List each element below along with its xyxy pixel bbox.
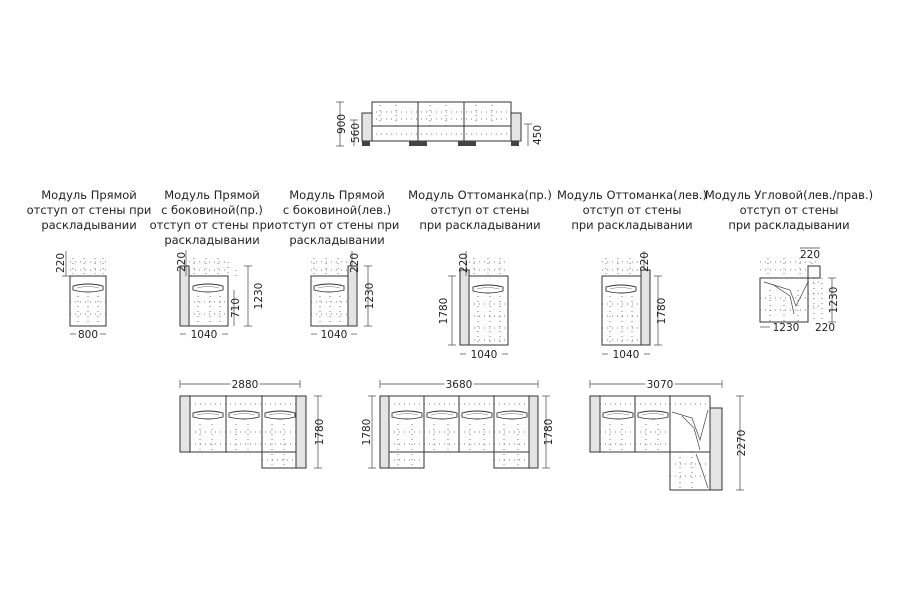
straight-dim-800: 800 <box>78 329 98 341</box>
ottoman-right-dim-1040: 1040 <box>471 349 498 361</box>
front-dim-900: 900 <box>336 114 348 134</box>
side-left-dim-1230: 1230 <box>364 283 376 310</box>
front-view: 900 560 450 <box>336 101 544 147</box>
assembly-2880-width: 2880 <box>232 379 259 391</box>
assembly-3680-depth-left: 1780 <box>361 419 373 446</box>
assembly-2880: 2880 1780 <box>179 377 326 469</box>
side-right-dim-1230: 1230 <box>253 283 265 310</box>
caption-straight-l3: раскладывании <box>41 218 136 232</box>
module-side-left: 220 1230 1040 <box>310 251 376 341</box>
caption-side-right-l3: отступ от стены при <box>150 218 275 232</box>
side-right-dim-220: 220 <box>176 252 188 272</box>
module-ottoman-left: 220 1780 1040 <box>601 251 668 361</box>
caption-corner-l2: отступ от стены <box>740 203 839 217</box>
caption-side-left-l1: Модуль Прямой <box>289 188 385 202</box>
front-dim-560: 560 <box>350 123 362 143</box>
ottoman-right-dim-220: 220 <box>458 253 470 273</box>
side-right-dim-710: 710 <box>230 298 242 318</box>
caption-side-right-l4: раскладывании <box>164 233 259 247</box>
straight-dim-220: 220 <box>55 253 67 273</box>
caption-side-right-l1: Модуль Прямой <box>164 188 260 202</box>
side-left-dim-1040: 1040 <box>321 329 348 341</box>
caption-ottoman-right-l3: при раскладывании <box>419 218 540 232</box>
assembly-3070-width: 3070 <box>647 379 674 391</box>
corner-dim-220-top: 220 <box>800 249 820 261</box>
module-captions: Модуль Прямой отступ от стены при раскла… <box>27 188 874 247</box>
assembly-3680-width: 3680 <box>446 379 473 391</box>
assembly-2880-depth: 1780 <box>314 419 326 446</box>
caption-straight-l1: Модуль Прямой <box>41 188 137 202</box>
corner-dim-1230-side: 1230 <box>828 287 840 314</box>
module-side-right: 220 1230 710 1040 <box>176 250 265 341</box>
caption-ottoman-left-l3: при раскладывании <box>571 218 692 232</box>
assembly-3070: 3070 2270 <box>589 377 748 491</box>
corner-dim-1230-bottom: 1230 <box>773 322 800 334</box>
caption-ottoman-right-l2: отступ от стены <box>431 203 530 217</box>
corner-dim-220-bottom: 220 <box>815 322 835 334</box>
front-dim-450: 450 <box>532 125 544 145</box>
caption-ottoman-left-l1: Модуль Оттоманка(лев.) <box>557 188 707 202</box>
assembly-3680-depth-right: 1780 <box>543 419 555 446</box>
assembly-3680: 3680 1780 1780 <box>361 377 555 469</box>
assembly-3070-depth: 2270 <box>736 430 748 457</box>
ottoman-left-dim-220: 220 <box>639 252 651 272</box>
module-straight: 220 800 <box>55 251 107 341</box>
ottoman-left-dim-1780: 1780 <box>656 298 668 325</box>
side-left-dim-220: 220 <box>349 253 361 273</box>
caption-corner-l3: при раскладывании <box>728 218 849 232</box>
caption-side-left-l2: с боковиной(лев.) <box>283 203 391 217</box>
caption-side-left-l4: раскладывании <box>289 233 384 247</box>
caption-ottoman-right-l1: Модуль Оттоманка(пр.) <box>408 188 552 202</box>
caption-side-left-l3: отступ от стены при <box>275 218 400 232</box>
ottoman-left-dim-1040: 1040 <box>613 349 640 361</box>
caption-corner-l1: Модуль Угловой(лев./прав.) <box>705 188 873 202</box>
ottoman-right-dim-1780: 1780 <box>438 298 450 325</box>
caption-straight-l2: отступ от стены при <box>27 203 152 217</box>
caption-side-right-l2: с боковиной(пр.) <box>161 203 263 217</box>
side-right-dim-1040: 1040 <box>191 329 218 341</box>
caption-ottoman-left-l2: отступ от стены <box>583 203 682 217</box>
module-corner: 220 1230 1230 220 <box>759 247 840 334</box>
module-ottoman-right: 220 1780 1040 <box>438 251 509 361</box>
